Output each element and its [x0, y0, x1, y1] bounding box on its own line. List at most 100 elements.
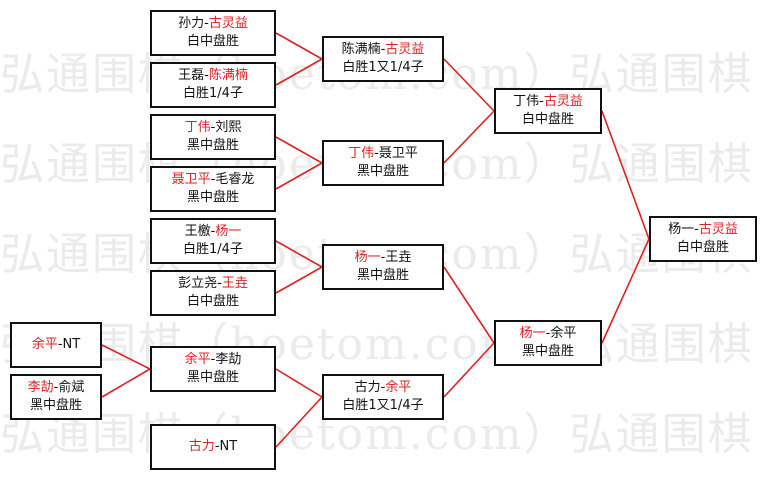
player-name: 陈满楠	[208, 68, 248, 83]
connector-line	[443, 110, 495, 164]
separator: -	[380, 250, 386, 265]
match-box: 丁伟-古灵益 白中盘胜	[494, 88, 602, 134]
match-box: 杨一-余平 黑中盘胜	[494, 320, 602, 366]
player-name: 余平	[385, 380, 412, 395]
separator: -	[210, 352, 216, 367]
player-name: 杨一	[215, 224, 242, 239]
match-result: 白中盘胜	[676, 240, 729, 255]
player-name: 古力	[188, 439, 215, 454]
match-result: 黑中盘胜	[356, 164, 409, 179]
match-result: 白中盘胜	[521, 112, 574, 127]
match-box: 余平-李劼 黑中盘胜	[150, 346, 276, 392]
player-name: 古灵益	[698, 222, 738, 237]
player-name: 丁伟	[348, 146, 375, 161]
separator: -	[539, 94, 544, 109]
separator: -	[210, 172, 216, 187]
player-name: 余平	[550, 326, 577, 341]
connector-line	[443, 266, 495, 344]
separator: -	[210, 224, 216, 239]
separator: -	[210, 120, 216, 135]
player-name: 聂卫平	[171, 172, 211, 187]
player-name: 余平	[31, 337, 58, 352]
match-box: 王檄-杨一 白胜1/4子	[150, 218, 276, 264]
match-result: 黑中盘胜	[29, 398, 82, 413]
match-result: 黑中盘胜	[186, 370, 239, 385]
player-name: 古灵益	[208, 16, 248, 31]
match-box: 彭立尧-王垚 白中盘胜	[150, 270, 276, 316]
connector-line	[275, 32, 323, 60]
player-name: 孙力	[178, 16, 205, 31]
separator: -	[217, 276, 222, 291]
separator: -	[204, 16, 209, 31]
connector-line	[275, 266, 323, 294]
connector-line	[275, 240, 323, 268]
player-name: 陈满楠	[341, 42, 381, 57]
player-name: 杨一	[519, 326, 546, 341]
match-result: 白胜1/4子	[183, 242, 243, 257]
connector-line	[443, 58, 495, 112]
connector-line	[275, 396, 323, 448]
match-box: 丁伟-聂卫平 黑中盘胜	[322, 140, 444, 186]
connector-line	[601, 110, 650, 240]
match-box: 孙力-古灵益 白中盘胜	[150, 10, 276, 56]
separator: -	[214, 439, 220, 454]
match-box: 丁伟-刘熙 黑中盘胜	[150, 114, 276, 160]
player-name: 杨一	[668, 222, 695, 237]
connector-line	[275, 162, 323, 190]
match-box: 李劼-俞斌 黑中盘胜	[10, 374, 102, 420]
match-result: 白胜1/4子	[183, 86, 243, 101]
match-box: 聂卫平-毛睿龙 黑中盘胜	[150, 166, 276, 212]
connector-line	[101, 368, 151, 398]
separator: -	[53, 380, 59, 395]
separator: -	[204, 68, 209, 83]
player-name: NT	[62, 337, 81, 352]
player-name: 杨一	[354, 250, 381, 265]
match-box: 古力-余平 白胜1又1/4子	[322, 374, 444, 420]
connector-line	[275, 58, 323, 86]
match-result: 黑中盘胜	[521, 344, 574, 359]
player-name: 余平	[184, 352, 211, 367]
player-name: 王垚	[221, 276, 248, 291]
match-result: 黑中盘胜	[356, 268, 409, 283]
match-result: 黑中盘胜	[186, 138, 239, 153]
connector-line	[601, 238, 650, 344]
match-result: 白胜1又1/4子	[342, 60, 424, 75]
player-name: 毛睿龙	[215, 172, 255, 187]
player-name: 刘熙	[215, 120, 242, 135]
player-name: 王磊	[178, 68, 205, 83]
match-result: 白中盘胜	[186, 34, 239, 49]
player-name: 古灵益	[543, 94, 583, 109]
match-box: 余平-NT	[10, 322, 102, 368]
player-name: 古灵益	[385, 42, 425, 57]
player-name: 李劼	[27, 380, 54, 395]
match-box: 古力-NT	[150, 424, 276, 470]
player-name: 彭立尧	[178, 276, 218, 291]
separator: -	[380, 380, 386, 395]
player-name: 王檄	[184, 224, 211, 239]
player-name: 王垚	[385, 250, 412, 265]
match-box: 陈满楠-古灵益 白胜1又1/4子	[322, 36, 444, 82]
match-result: 白胜1又1/4子	[342, 398, 424, 413]
match-box: 王磊-陈满楠 白胜1/4子	[150, 62, 276, 108]
match-result: 白中盘胜	[186, 294, 239, 309]
connector-line	[443, 342, 495, 398]
player-name: 丁伟	[184, 120, 211, 135]
match-result: 黑中盘胜	[186, 190, 239, 205]
separator: -	[57, 337, 63, 352]
player-name: 聂卫平	[378, 146, 418, 161]
player-name: 李劼	[215, 352, 242, 367]
connector-line	[275, 136, 323, 164]
separator: -	[380, 42, 386, 57]
final-match-box: 杨一-古灵益 白中盘胜	[649, 216, 757, 262]
separator: -	[374, 146, 379, 161]
player-name: 古力	[354, 380, 381, 395]
player-name: NT	[219, 439, 238, 454]
separator: -	[545, 326, 551, 341]
separator: -	[694, 222, 699, 237]
connector-line	[275, 368, 323, 398]
player-name: 俞斌	[58, 380, 85, 395]
connector-line	[101, 344, 151, 370]
player-name: 丁伟	[513, 94, 540, 109]
